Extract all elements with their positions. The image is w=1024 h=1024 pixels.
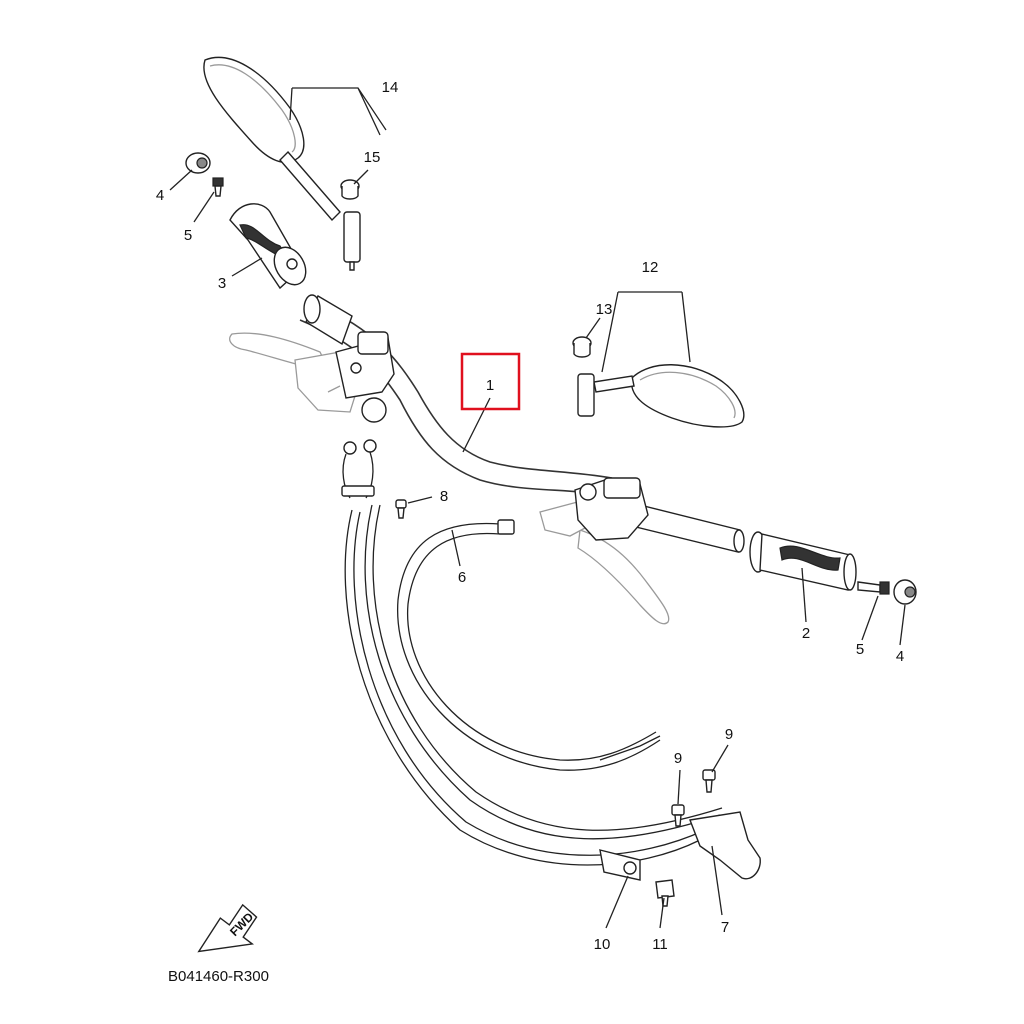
left-grip [229,203,307,290]
callout-5-left[interactable]: 5 [184,227,192,244]
bolt-9a [671,804,685,827]
callouts: 1 2 3 4 4 5 5 6 7 8 9 9 10 11 12 13 14 1… [156,79,904,953]
right-mirror-cap [572,336,592,358]
callout-4-right[interactable]: 4 [896,648,904,665]
right-lever-assembly [539,477,670,625]
bar-end-weight-left [185,152,211,174]
left-mirror [203,56,361,271]
callout-11[interactable]: 11 [652,936,668,953]
screw-left [212,177,224,197]
callout-8[interactable]: 8 [440,488,448,505]
callout-2[interactable]: 2 [802,625,810,642]
throttle-cables [341,439,723,866]
callout-15[interactable]: 15 [364,149,381,166]
cable-bracket [599,811,761,881]
clutch-cable [397,519,661,771]
bar-end-weight-right [893,579,917,605]
bolt-9b [702,769,716,793]
callout-5-right[interactable]: 5 [856,641,864,658]
left-lever-assembly [229,331,395,423]
bolt-11 [655,879,675,907]
callout-12[interactable]: 12 [642,259,659,276]
fwd-arrow-icon: FWD [197,903,258,953]
callout-9-lower[interactable]: 9 [674,750,682,767]
callout-1[interactable]: 1 [486,377,494,394]
bolt-8 [395,499,407,519]
callout-14[interactable]: 14 [382,79,399,96]
right-grip [749,531,857,591]
left-mirror-cap [340,179,360,200]
callout-10[interactable]: 10 [594,936,611,953]
callout-6[interactable]: 6 [458,569,466,586]
diagram-code: B041460-R300 [168,968,269,985]
callout-13[interactable]: 13 [596,301,613,318]
screw-right [857,581,890,595]
callout-4-left[interactable]: 4 [156,187,164,204]
callout-7[interactable]: 7 [721,919,729,936]
right-mirror [577,364,745,428]
callout-9-upper[interactable]: 9 [725,726,733,743]
highlight-box [460,352,521,411]
callout-3[interactable]: 3 [218,275,226,292]
leader-lines [169,87,906,929]
